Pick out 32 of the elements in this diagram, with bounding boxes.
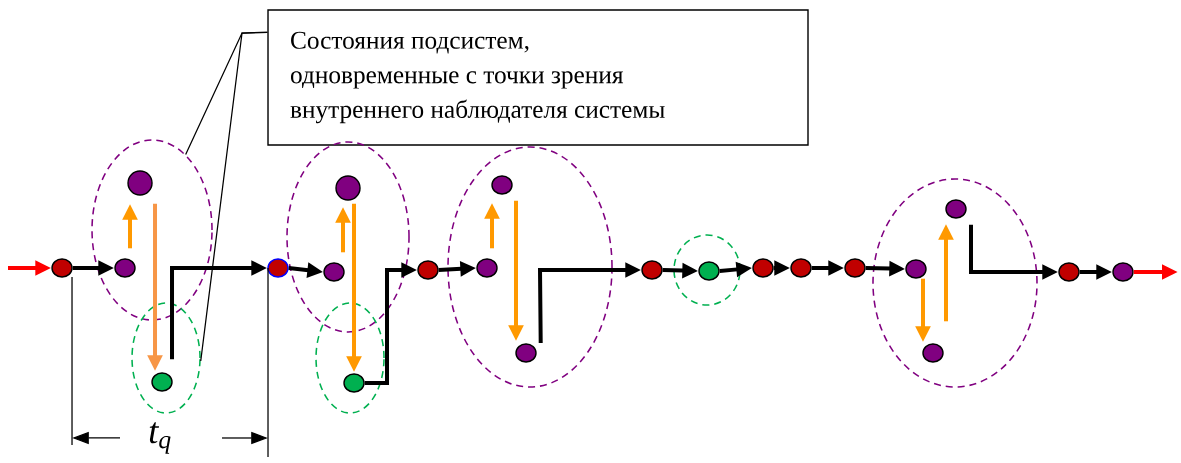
dashed-ellipse (131, 302, 201, 414)
dot (641, 260, 663, 280)
dashed-ellipse (315, 302, 385, 414)
dot (1058, 262, 1080, 282)
dot (476, 258, 498, 278)
dashed-ellipse (91, 139, 213, 321)
dot (515, 343, 537, 363)
dot (698, 261, 720, 281)
dot (790, 258, 812, 278)
dashed-ellipse (872, 178, 1038, 388)
dashed-ellipse (286, 141, 410, 333)
dot (905, 259, 927, 279)
dot (1112, 262, 1134, 282)
dot (491, 175, 513, 195)
leader-line (200, 31, 268, 362)
dimension-label: t$_{q}$ (149, 422, 171, 454)
dot (922, 343, 944, 363)
dot (417, 260, 439, 280)
dot (267, 258, 289, 278)
dot (752, 258, 774, 278)
dot (127, 170, 153, 196)
dashed-ellipse (673, 234, 741, 306)
dot (51, 258, 73, 278)
dot (323, 262, 345, 282)
dot (844, 258, 866, 278)
dot (335, 175, 361, 201)
dot (343, 373, 365, 393)
dot (945, 199, 967, 219)
callout-box: Состояния подсистем, одновременные с точки зрения внутреннего наблюдателя системы (267, 9, 809, 146)
dot (151, 372, 173, 392)
dashed-ellipse (447, 146, 613, 388)
dot (114, 258, 136, 278)
